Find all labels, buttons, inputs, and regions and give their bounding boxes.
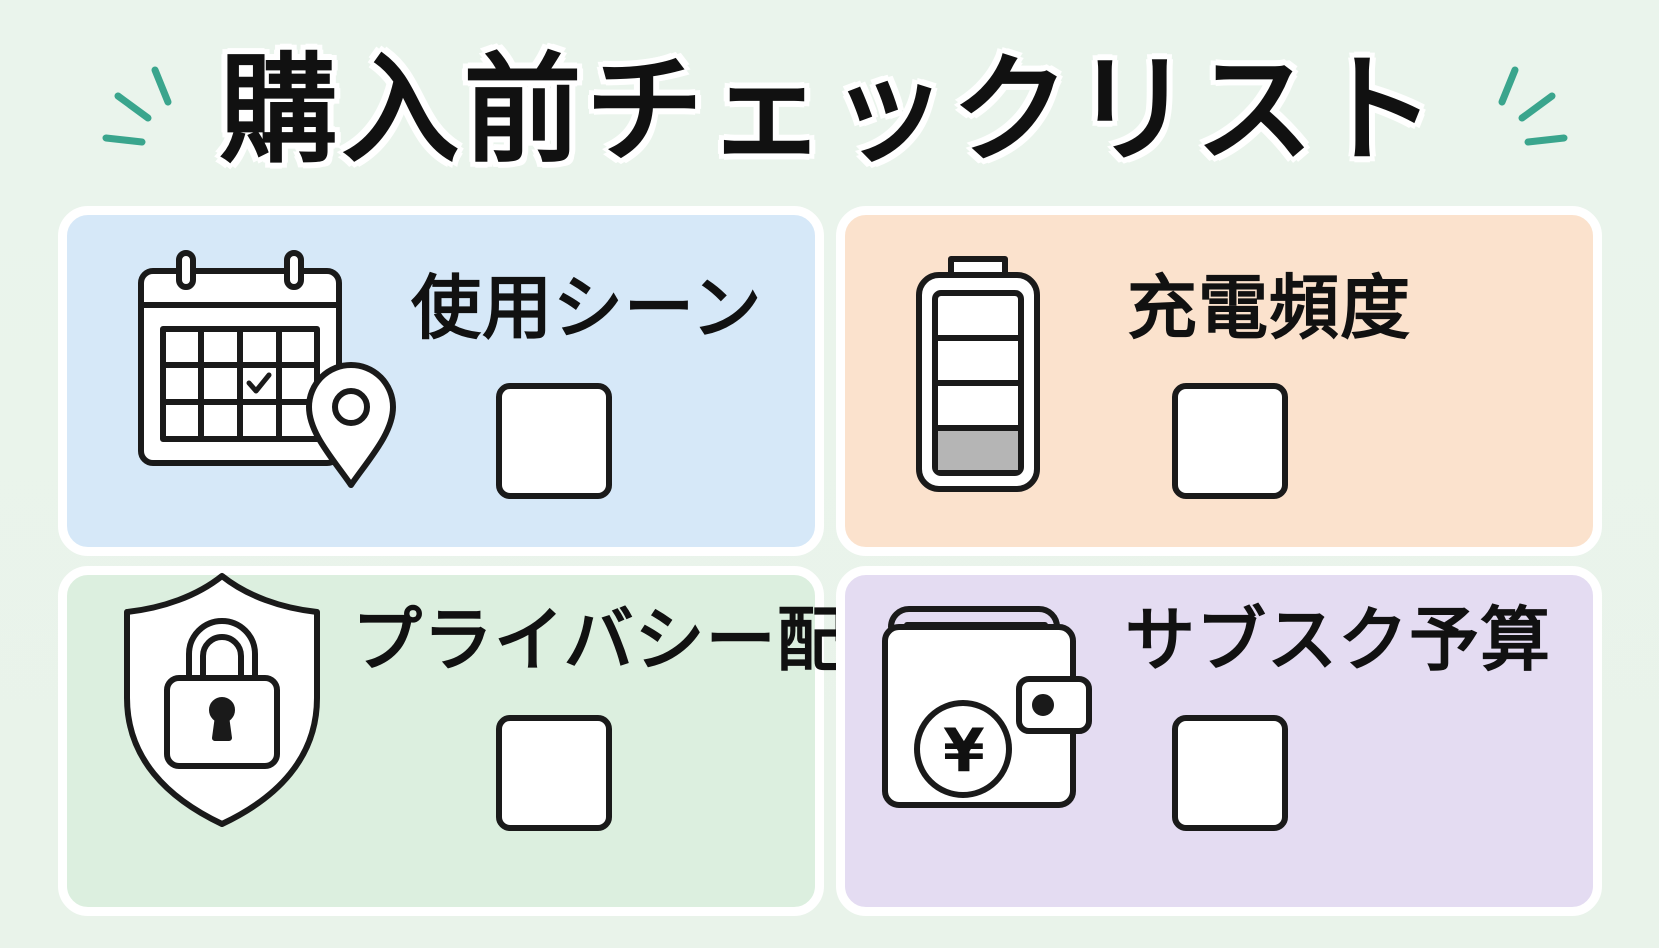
subscription-budget-checkbox[interactable] (1172, 715, 1288, 831)
charge-frequency-checkbox[interactable] (1172, 383, 1288, 499)
card-usage-scene: 使用シーン (58, 206, 824, 556)
sparkle-right-icon (1498, 66, 1568, 146)
wallet-yen-icon (882, 606, 1092, 808)
page-title-text: 購入前チェックリスト (219, 41, 1440, 179)
privacy-checkbox[interactable] (496, 715, 612, 831)
wallet-yen-symbol: ¥ (943, 716, 986, 786)
card-usage-scene-label: 使用シーン (411, 267, 763, 349)
sparkle-left-icon (102, 66, 172, 146)
usage-scene-checkbox[interactable] (496, 383, 612, 499)
card-charge-frequency: 充電頻度 (836, 206, 1602, 556)
card-privacy-label: プライバシー配慮 (352, 599, 919, 681)
card-privacy: プライバシー配慮 (58, 566, 918, 916)
card-subscription-budget: ¥ サブスク予算 (836, 566, 1602, 916)
page-title: 購入前チェックリスト (0, 40, 1659, 180)
card-charge-frequency-label: 充電頻度 (1127, 267, 1411, 349)
shield-lock-icon (124, 573, 320, 827)
card-subscription-budget-label: サブスク予算 (1125, 599, 1551, 681)
battery-icon (916, 256, 1040, 492)
calendar-location-icon (138, 250, 396, 488)
